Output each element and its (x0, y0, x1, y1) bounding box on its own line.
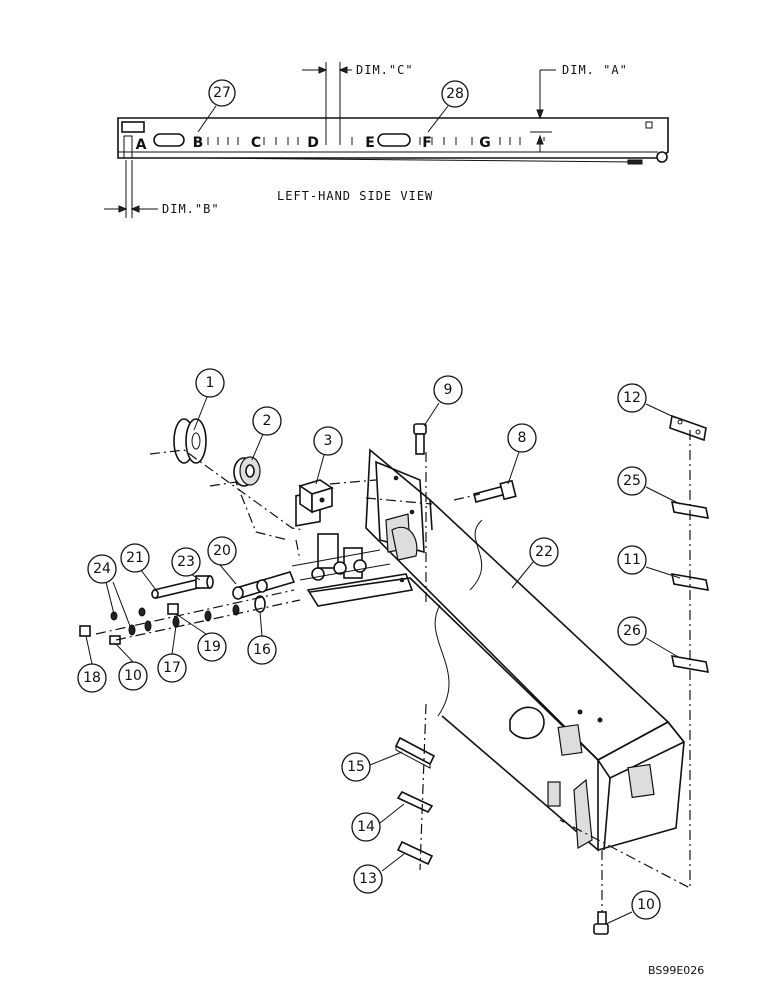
boom-beam (309, 448, 685, 852)
callout-17-label: 17 (163, 660, 181, 676)
position-label-a: A (136, 137, 147, 153)
dim-a-label: DIM. "A" (562, 63, 628, 77)
side-view-title: LEFT-HAND SIDE VIEW (277, 189, 433, 203)
callout-10-bottom (631, 890, 661, 920)
callout-25 (617, 466, 647, 496)
bolt-part-9 (413, 423, 427, 455)
callout-16 (247, 635, 277, 665)
position-label-f: F (422, 135, 432, 151)
callout-8 (507, 423, 537, 453)
callout-13 (353, 864, 383, 894)
callout-10-left (118, 661, 148, 691)
callout-15 (341, 752, 371, 782)
bearing-part-2 (233, 456, 261, 487)
bolt-part-8 (473, 479, 517, 503)
bushing-part-23 (195, 575, 214, 589)
dim-c-label: DIM."C" (356, 63, 414, 77)
callout-27-label: 27 (213, 85, 231, 101)
callout-26 (617, 616, 647, 646)
callout-11-label: 11 (623, 552, 641, 568)
callout-23-label: 23 (177, 554, 195, 570)
callout-13-label: 13 (359, 871, 377, 887)
callout-8-label: 8 (518, 430, 527, 446)
callouts: 1 2 3 9 8 12 25 11 26 22 20 21 (77, 368, 681, 925)
plate-part-11 (670, 573, 710, 591)
callout-20 (207, 536, 237, 566)
position-label-b: B (193, 135, 204, 151)
callout-2-label: 2 (263, 413, 272, 429)
callout-27 (208, 79, 236, 107)
plate-part-15 (394, 736, 436, 769)
position-label-c: C (251, 135, 261, 151)
shaft-part-20 (232, 571, 296, 600)
callout-16-label: 16 (253, 642, 271, 658)
callout-10-left-label: 10 (124, 668, 142, 684)
dim-b-label: DIM."B" (162, 202, 220, 216)
plate-part-14 (396, 790, 434, 814)
callout-25-label: 25 (623, 473, 641, 489)
callout-9-label: 9 (444, 382, 453, 398)
plate-part-13 (396, 840, 434, 866)
drawing-code: BS99E026 (648, 964, 704, 977)
exploded-view (79, 414, 710, 935)
callout-12-label: 12 (623, 390, 641, 406)
callout-22-label: 22 (535, 544, 553, 560)
callout-14 (351, 812, 381, 842)
callout-2 (252, 406, 282, 436)
callout-15-label: 15 (347, 759, 365, 775)
callout-17 (157, 653, 187, 683)
sheave-part-1 (173, 418, 207, 464)
pin-part-21 (151, 579, 199, 599)
callout-22 (529, 537, 559, 567)
callout-18 (77, 663, 107, 693)
callout-24 (87, 554, 117, 584)
callout-3-label: 3 (324, 433, 333, 449)
position-label-e: E (365, 135, 375, 151)
side-view: A B C D E F G DIM."C" DIM. "A" DIM."B" L… (104, 62, 669, 218)
callout-1-label: 1 (206, 375, 215, 391)
callout-20-label: 20 (213, 543, 231, 559)
position-label-g: G (479, 135, 491, 151)
callout-19 (197, 632, 227, 662)
callout-12 (617, 383, 647, 413)
position-label-d: D (307, 135, 319, 151)
bolt-part-10-bottom (593, 911, 609, 935)
block-part-3 (298, 479, 334, 514)
callout-9 (433, 375, 463, 405)
callout-28 (441, 80, 469, 108)
callout-10-bottom-label: 10 (637, 897, 655, 913)
callout-3 (313, 426, 343, 456)
callout-21 (120, 543, 150, 573)
callout-26-label: 26 (623, 623, 641, 639)
callout-11 (617, 545, 647, 575)
callout-14-label: 14 (357, 819, 375, 835)
callout-23 (171, 547, 201, 577)
callout-1 (195, 368, 225, 398)
callout-18-label: 18 (83, 670, 101, 686)
callout-21-label: 21 (126, 550, 144, 566)
plate-part-12 (669, 414, 707, 442)
callout-28-label: 28 (446, 86, 464, 102)
callout-24-label: 24 (93, 561, 111, 577)
callout-19-label: 19 (203, 639, 221, 655)
